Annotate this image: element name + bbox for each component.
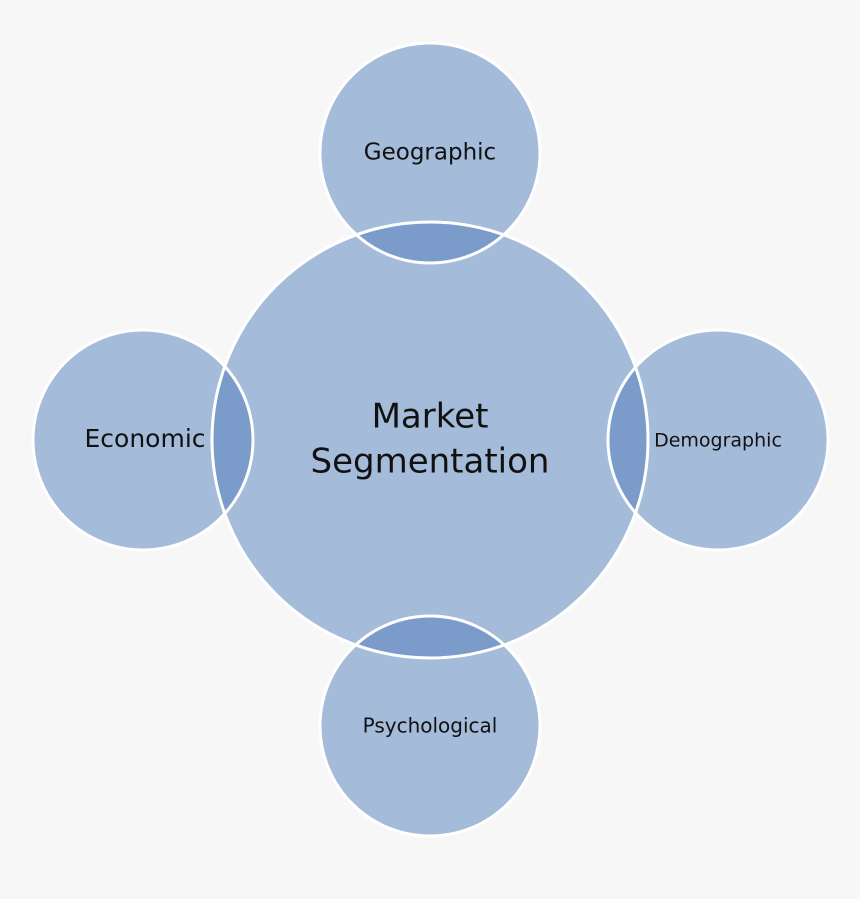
psychological-outline [318,614,542,838]
economic-circle [33,330,253,550]
geographic-outline [318,41,542,265]
demographic-label: Demographic [654,430,782,452]
geographic-circle [320,43,540,263]
psychological-label: Psychological [363,714,498,738]
economic-label: Economic [84,424,205,453]
center-outline [210,220,650,660]
psychological-circle [320,616,540,836]
demographic-circle [608,330,828,550]
geographic-label: Geographic [364,140,496,166]
economic-outline [31,328,255,552]
center-label-line-1: Market [372,397,489,437]
demographic-outline [606,328,830,552]
center-label-line-2: Segmentation [311,442,550,482]
center-circle [212,222,648,658]
circle-outlines [31,41,830,838]
satellite-circles [33,43,828,836]
